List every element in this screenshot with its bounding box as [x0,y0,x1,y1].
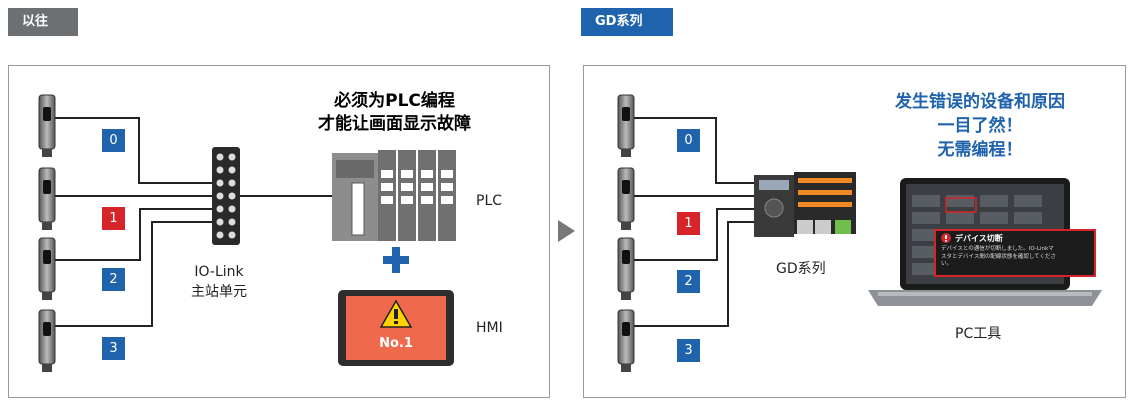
popup-line: スタとデバイス間の配線状態を確認してくださ [941,253,1057,260]
arrow-right-icon [558,220,575,242]
hmi-label: HMI [476,320,503,336]
tag-conventional: 以往 [8,8,78,36]
sensor-icon [617,237,635,301]
plc-label: PLC [476,193,503,209]
headline-line: 一目了然！ [937,116,1023,136]
hmi-screen-text: No.1 [379,336,413,351]
error-popup [934,229,1096,277]
channel-1: 1 [102,207,125,230]
channel-0: 0 [677,129,700,152]
channel-2: 2 [102,268,125,291]
label-line: IO-Link [194,264,244,280]
plc-icon [332,150,456,241]
headline-right: 发生错误的设备和原因 一目了然！ 无需编程！ [870,90,1090,162]
popup-line: デバイスとの通信が切断しました。IO-Linkマ [941,246,1054,252]
popup-body: デバイスとの通信が切断しました。IO-Linkマ スタとデバイス間の配線状態を確… [941,246,1056,269]
headline-line: 必须为PLC编程 [334,91,455,111]
headline-line: 才能让画面显示故障 [318,114,471,134]
gd-label: GD系列 [776,261,826,277]
sensor-icon [38,237,56,301]
headline-left: 必须为PLC编程 才能让画面显示故障 [302,90,487,136]
sensor-icon [617,167,635,231]
channel-3: 3 [677,339,700,362]
channel-0: 0 [102,129,125,152]
sensor-icon [38,309,56,373]
panel-conventional [8,65,550,398]
popup-line: い。 [941,261,953,267]
gd-unit-icon [754,172,856,237]
channel-3: 3 [102,337,125,360]
io-link-master-icon [212,147,240,245]
sensor-icon [617,309,635,373]
pc-tool-label: PC工具 [955,326,1002,342]
sensor-icon [617,94,635,158]
sensor-icon [38,167,56,231]
plus-icon [383,247,409,273]
cables-left [55,117,332,327]
label-line: 主站单元 [191,284,247,300]
tag-gd-series: GD系列 [581,8,673,36]
hmi-icon [338,290,454,366]
headline-line: 无需编程！ [937,140,1023,160]
headline-line: 发生错误的设备和原因 [895,92,1065,112]
channel-2: 2 [677,270,700,293]
channel-1: 1 [677,212,700,235]
sensor-icon [38,94,56,158]
io-link-label: IO-Link 主站单元 [191,262,247,302]
cables-right [634,117,754,327]
popup-title: デバイス切断 [955,234,1003,243]
